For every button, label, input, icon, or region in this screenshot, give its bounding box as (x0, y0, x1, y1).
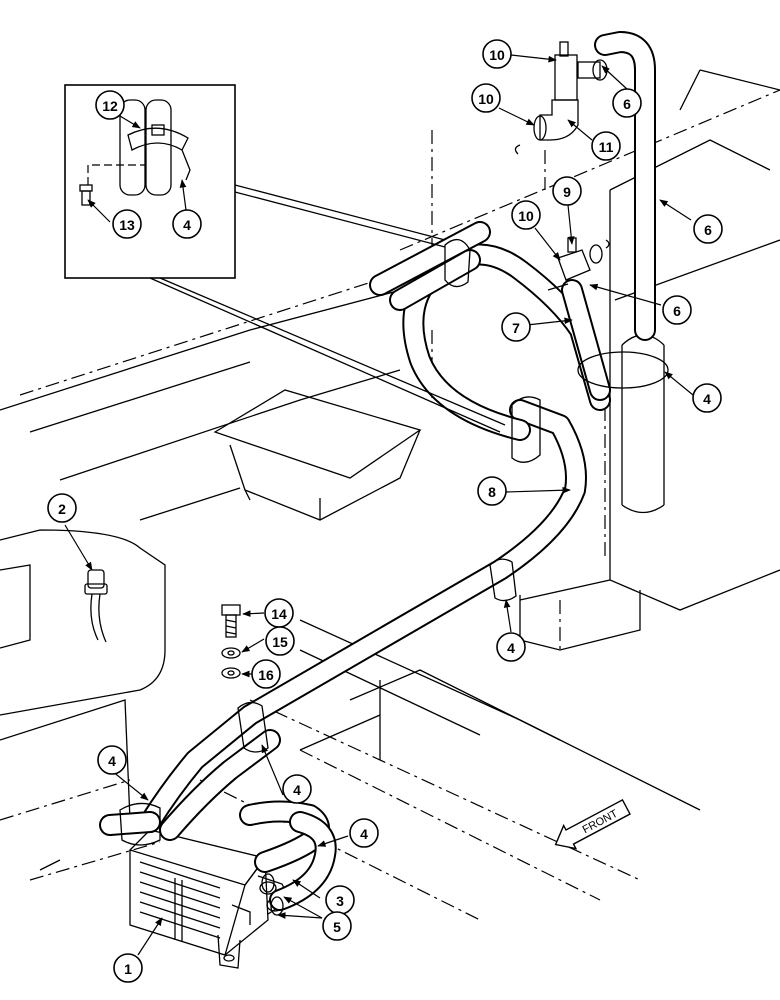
callout-circle (496, 632, 526, 662)
callout-label: 6 (704, 222, 712, 238)
callout-16: 16 (251, 659, 281, 689)
callout-label: 6 (623, 96, 631, 112)
callout-circle (501, 312, 531, 342)
callout-label: 4 (360, 826, 368, 842)
callout-11: 11 (591, 131, 621, 161)
callout-15: 15 (265, 626, 295, 656)
callout-label: 12 (102, 98, 118, 114)
callout-circle (172, 209, 202, 239)
callout-circle (97, 745, 127, 775)
callout-4: 4 (349, 818, 379, 848)
callout-circle (612, 88, 642, 118)
hose-clamps (119, 238, 669, 846)
callout-7: 7 (501, 312, 531, 342)
heater-hoses (99, 31, 656, 911)
callout-label: 4 (507, 640, 515, 656)
heater-unit (128, 829, 291, 969)
callout-label: 4 (703, 391, 711, 407)
callout-label: 16 (258, 667, 274, 683)
temperature-sensor (84, 569, 108, 643)
callout-label: 2 (58, 501, 66, 517)
callout-label: 7 (512, 320, 520, 336)
callout-9: 9 (552, 176, 582, 206)
callout-3: 3 (325, 885, 355, 915)
callout-5: 5 (322, 911, 352, 941)
callout-label: 11 (599, 139, 614, 155)
callout-circle (693, 214, 723, 244)
callout-circle (265, 626, 295, 656)
callout-13: 13 (112, 209, 142, 239)
callout-label: 4 (183, 217, 191, 233)
callout-circle (322, 911, 352, 941)
callout-14: 14 (264, 598, 294, 628)
callout-circle (95, 90, 125, 120)
callout-10: 10 (471, 83, 501, 113)
clamp-detail-inset (64, 84, 506, 433)
callout-label: 3 (336, 893, 344, 909)
callout-circle (471, 83, 501, 113)
callout-6: 6 (693, 214, 723, 244)
callout-label: 13 (119, 217, 135, 233)
callout-4: 4 (97, 745, 127, 775)
heater-grille (139, 861, 221, 942)
callout-circle (349, 818, 379, 848)
callout-circle (251, 659, 281, 689)
callout-circle (482, 39, 512, 69)
callout-label: 1 (124, 961, 132, 977)
callout-label: 14 (271, 606, 287, 622)
callout-circle (47, 493, 77, 523)
callout-circle (477, 476, 507, 506)
callout-4: 4 (692, 383, 722, 413)
front-direction-arrow: FRONT (554, 798, 631, 850)
callout-circle (282, 774, 312, 804)
callout-6: 6 (662, 295, 692, 325)
callout-circle (552, 176, 582, 206)
callout-4: 4 (282, 774, 312, 804)
callout-10: 10 (482, 39, 512, 69)
callout-label: 4 (293, 782, 301, 798)
callout-label: 4 (108, 753, 116, 769)
callout-circle (511, 200, 541, 230)
callout-8: 8 (477, 476, 507, 506)
callout-label: 10 (489, 47, 505, 63)
callout-4: 4 (496, 632, 526, 662)
callout-label: 9 (563, 184, 571, 200)
callout-circle (591, 131, 621, 161)
callout-label: 6 (673, 303, 681, 319)
callout-circle (662, 295, 692, 325)
callout-circle (692, 383, 722, 413)
callout-4: 4 (172, 209, 202, 239)
callout-6: 6 (612, 88, 642, 118)
top-valve-assembly (514, 41, 608, 155)
callout-10: 10 (511, 200, 541, 230)
callout-1: 1 (113, 953, 143, 983)
callout-leaders (64, 54, 694, 956)
callout-12: 12 (95, 90, 125, 120)
callout-label: 10 (518, 208, 534, 224)
heater-hose-fittings (261, 873, 284, 916)
bolt-washer-nut (221, 604, 241, 679)
callout-circle (112, 209, 142, 239)
callout-label: 5 (333, 919, 341, 935)
callout-2: 2 (47, 493, 77, 523)
callout-circle (113, 953, 143, 983)
mid-valve-assembly (547, 237, 610, 291)
callout-label: 15 (272, 634, 288, 650)
callout-label: 10 (478, 91, 494, 107)
callout-label: 8 (488, 484, 496, 500)
